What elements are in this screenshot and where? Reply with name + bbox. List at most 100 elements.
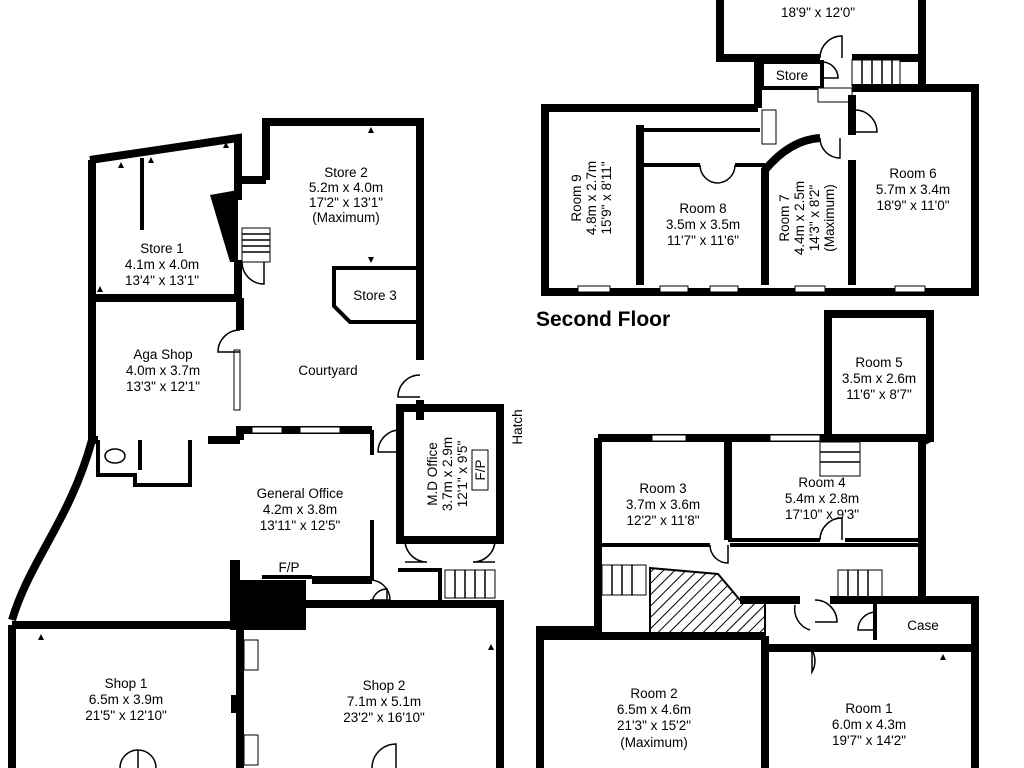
room3-metric: 3.7m x 3.6m [626,497,700,512]
room6-window [894,285,926,293]
door-room1 [811,649,816,675]
toilet [104,448,126,464]
room9-name: Room 9 [569,174,584,221]
second-floor: Second Floor [536,0,979,331]
shop1-metric: 6.5m x 3.9m [89,692,163,707]
room8-metric: 3.5m x 3.5m [666,217,740,232]
room3-name: Room 3 [639,481,686,496]
room-labels: 18'9" x 12'0" Store Store 1 4.1m x 4.0m … [85,5,950,750]
room9-window [577,285,611,293]
general-office-west-curve [8,438,96,622]
door-lobby-shop2 [371,588,388,605]
marker [118,162,124,168]
room2-north-wall [540,632,769,768]
case-label: Case [907,618,939,633]
room2-metric: 6.5m x 4.6m [617,702,691,717]
room4-window [769,434,821,442]
door-room7 [819,137,841,159]
store3-name: Store 3 [353,288,397,303]
shop2-metric: 7.1m x 5.1m [347,694,421,709]
room1-name: Room 1 [845,701,892,716]
door-room8 [699,164,736,184]
room4-name: Room 4 [798,475,846,490]
store2-stairs [241,227,271,263]
room2-name: Room 2 [630,686,677,701]
room5-imperial: 11'6" x 8'7" [846,387,912,402]
store2-note: (Maximum) [312,210,380,225]
aga-shop-metric: 4.0m x 3.7m [126,363,200,378]
door-aga [217,329,241,353]
door-case [857,611,877,631]
door-lobby [369,579,391,601]
marker [223,142,229,148]
md-office-name: M.D Office [425,442,440,506]
door-room6 [854,109,878,133]
store1-shaded-wedge [210,190,238,262]
door-shop2 [371,743,397,768]
lobby-walls [398,568,442,600]
shop1-imperial: 21'5" x 12'10" [85,708,167,723]
room8-window-a [659,285,689,293]
door-room2 [793,604,811,631]
room3-window [651,434,687,442]
room3-imperial: 12'2" x 11'8" [626,513,699,528]
second-floor-outline [541,58,979,296]
store3-walls [332,266,420,324]
room8-name: Room 8 [679,201,726,216]
door-md [377,429,401,453]
room5-metric: 3.5m x 2.6m [842,371,916,386]
store-top-box [760,60,824,90]
room1-imperial: 19'7" x 14'2" [832,733,906,748]
room7-imperial: 14'3" x 8'2" [807,185,822,252]
door-landing [814,599,838,623]
marker [97,286,103,292]
md-fireplace [471,449,489,491]
marker [38,634,44,640]
courtyard-name: Courtyard [298,363,357,378]
door-md-east [472,539,496,563]
md-office-walls [396,404,504,544]
wc-walls [96,440,192,487]
door-store1 [241,261,265,285]
hatch-label: Hatch [510,409,525,444]
room9-metric: 4.8m x 2.7m [584,161,599,235]
store1-metric: 4.1m x 4.0m [125,257,199,272]
general-office-metric: 4.2m x 3.8m [263,502,337,517]
room4-metric: 5.4m x 2.8m [785,491,859,506]
room2-note: (Maximum) [620,735,688,750]
shop2-imperial: 23'2" x 16'10" [343,710,425,725]
room5-walls [824,310,934,442]
door-courtyard [397,374,421,398]
room7-window [794,285,826,293]
shop1-stairs [243,639,259,671]
general-office-name: General Office [257,486,344,501]
room4-imperial: 17'10" x 9'3" [785,507,859,522]
md-office-metric: 3.7m x 2.9m [440,437,455,511]
marker [368,127,374,133]
second-floor-title: Second Floor [536,308,670,331]
top-room-area: 18'9" x 12'0" [781,5,855,20]
marker [488,644,494,650]
ground-floor [8,118,504,768]
marker [940,654,946,660]
first-floor [536,310,979,768]
md-office-fp: F/P [473,459,488,480]
aga-shop-imperial: 13'3" x 12'1" [126,379,200,394]
chimney-block [230,560,306,630]
door-md-south [404,539,428,563]
room5-name: Room 5 [855,355,902,370]
shop2-walls [306,600,504,768]
general-office-imperial: 13'11" x 12'5" [260,518,341,533]
room7-note: (Maximum) [822,184,837,252]
courtyard-window-a [251,426,283,434]
store2-imperial: 17'2" x 13'1" [309,195,383,210]
store-top-label: Store [776,68,808,83]
room8-window-b [709,285,739,293]
first-floor-outline [536,434,979,768]
store1-imperial: 13'4" x 13'1" [125,273,199,288]
room7-name: Room 7 [777,194,792,241]
room2-imperial: 21'3" x 15'2" [617,718,691,733]
door-room4 [819,517,843,541]
store2-name: Store 2 [324,165,368,180]
